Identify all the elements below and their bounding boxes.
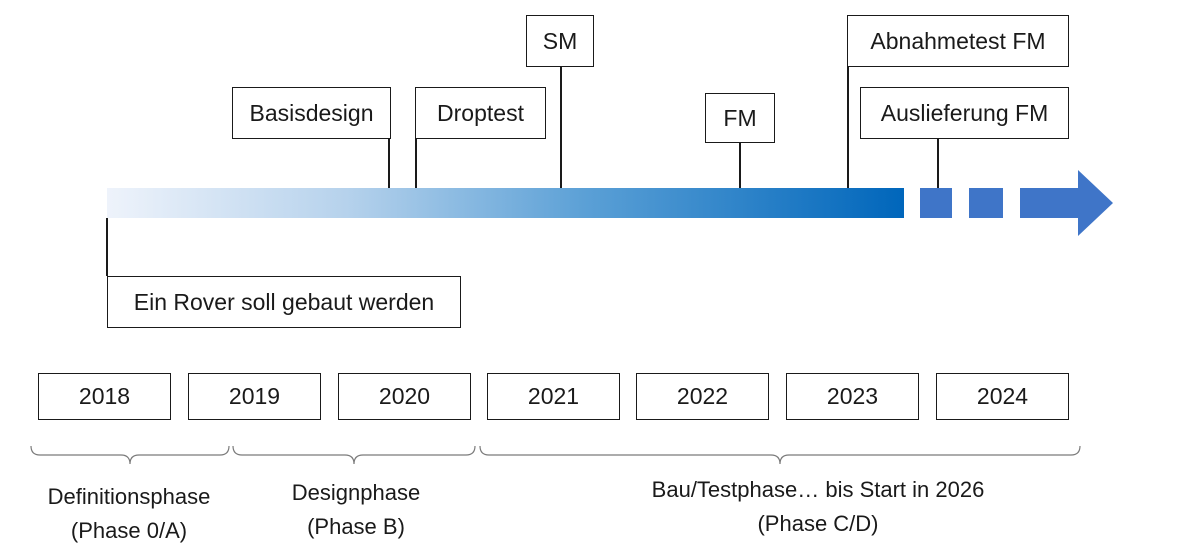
year-2021: 2021 [487,373,620,420]
timeline-dash [969,188,1003,218]
phase-label-design: Designphase (Phase B) [291,480,421,539]
milestone-abnahmetest-fm: Abnahmetest FM [847,15,1069,67]
connector-line [415,138,417,188]
year-2024: 2024 [936,373,1069,420]
milestone-basisdesign: Basisdesign [232,87,391,139]
connector-line [388,138,390,188]
year-2019: 2019 [188,373,321,420]
connector-line [847,66,849,188]
connector-line [106,218,108,276]
timeline-arrow-icon [1020,170,1113,236]
year-2022: 2022 [636,373,769,420]
connector-line [560,66,562,188]
connector-line [739,142,741,188]
milestone-droptest: Droptest [415,87,546,139]
phase-label-definition: Definitionsphase (Phase 0/A) [47,484,211,543]
milestone-sm: SM [526,15,594,67]
milestone-fm: FM [705,93,775,143]
timeline-bar [107,188,904,218]
milestone-auslieferung-fm: Auslieferung FM [860,87,1069,139]
connector-line [937,138,939,188]
year-2018: 2018 [38,373,171,420]
timeline-dash [920,188,952,218]
year-2020: 2020 [338,373,471,420]
year-2023: 2023 [786,373,919,420]
phase-label-build-test: Bau/Testphase… bis Start in 2026 (Phase … [651,477,985,536]
milestone-start: Ein Rover soll gebaut werden [107,276,461,328]
